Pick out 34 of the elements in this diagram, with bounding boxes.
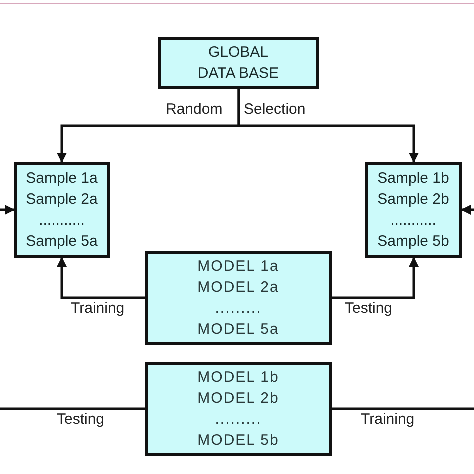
edge-label: Training (70, 300, 126, 318)
arrow (238, 89, 419, 163)
box-text: Sample 5a (26, 232, 98, 252)
edge-label: Testing (56, 411, 106, 429)
arrow (461, 205, 474, 215)
box-text: Sample 5b (378, 232, 450, 252)
arrow (0, 205, 15, 215)
box-text: Sample 1b (378, 169, 450, 189)
box-text: Sample 2a (26, 190, 98, 210)
box-text: MODEL 2a (198, 278, 280, 298)
connector-line (0, 408, 145, 410)
process-box (145, 362, 332, 456)
process-box (14, 162, 110, 258)
box-text: Sample 1a (26, 169, 98, 189)
process-box (365, 162, 462, 258)
process-box (158, 37, 319, 89)
box-text: Sample 2b (378, 190, 450, 210)
box-text: MODEL 5b (198, 431, 280, 451)
edge-label: Testing (344, 300, 394, 318)
arrow (332, 257, 419, 300)
box-text: DATA BASE (198, 64, 280, 84)
box-text: GLOBAL (208, 43, 269, 63)
process-box (145, 251, 332, 345)
box-text: ......... (215, 410, 262, 430)
box-text: ........... (390, 211, 436, 231)
box-text: MODEL 1b (198, 368, 280, 388)
edge-label: Training (360, 411, 416, 429)
connector-line (332, 408, 474, 410)
box-text: MODEL 5a (198, 320, 280, 340)
box-text: MODEL 2b (198, 389, 280, 409)
box-text: ........... (39, 211, 85, 231)
arrow (57, 257, 145, 300)
box-text: MODEL 1a (198, 257, 280, 277)
box-text: ......... (215, 299, 262, 319)
